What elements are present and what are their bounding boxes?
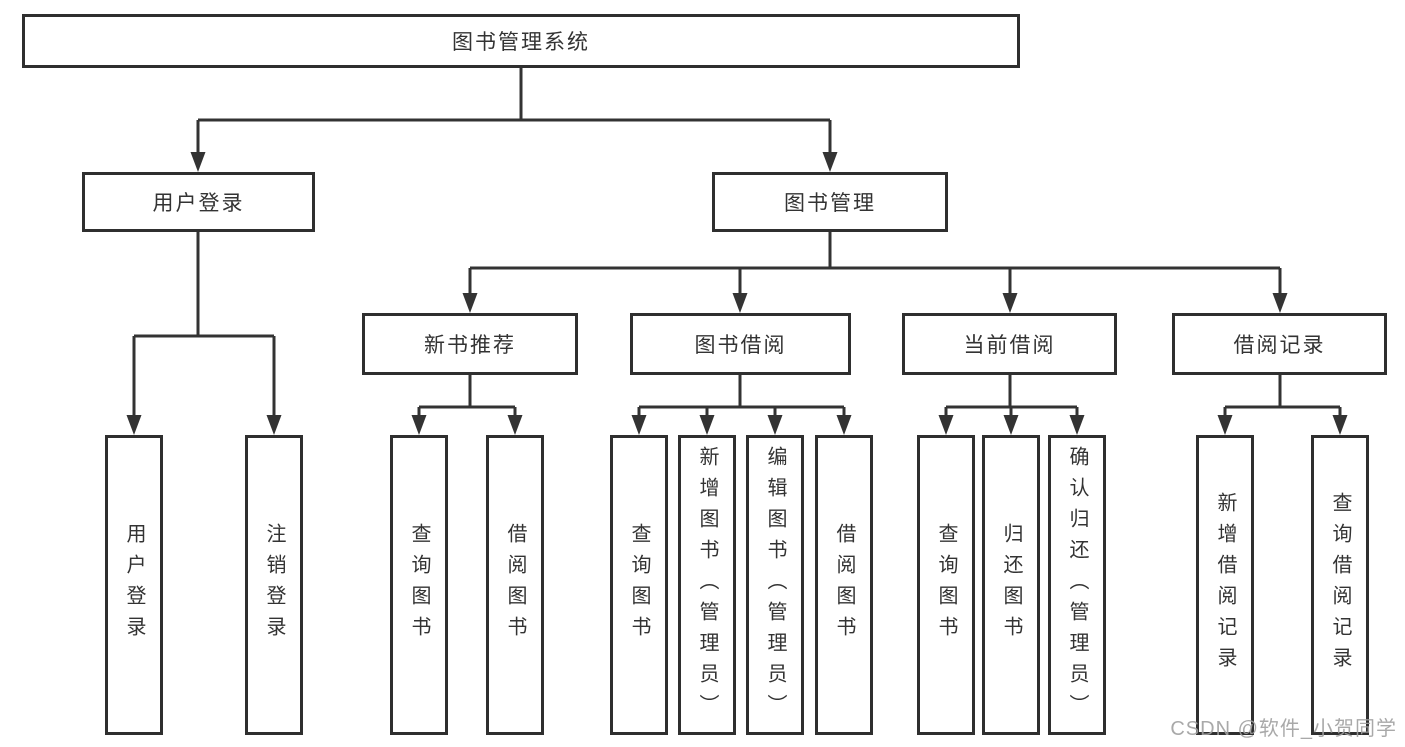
node-borrow-records-label: 借阅记录 xyxy=(1233,334,1326,357)
node-leaf-borrow-borrow-label: 借阅图书 xyxy=(833,523,855,647)
node-leaf-current-query-label: 查询图书 xyxy=(935,523,957,647)
node-leaf-logout-label: 注销登录 xyxy=(263,523,285,647)
csdn-watermark: CSDN @软件_小贺同学 xyxy=(1170,718,1397,740)
node-user-login-group: 用户登录 xyxy=(82,172,315,232)
node-leaf-current-return-label: 归还图书 xyxy=(1000,523,1022,647)
node-leaf-borrow-borrow: 借阅图书 xyxy=(815,435,873,735)
node-leaf-user-login-label: 用户登录 xyxy=(123,523,145,647)
node-leaf-record-add: 新增借阅记录 xyxy=(1196,435,1254,735)
node-leaf-newbook-query-label: 查询图书 xyxy=(408,523,430,647)
node-leaf-borrow-query-label: 查询图书 xyxy=(628,523,650,647)
node-current-borrowing: 当前借阅 xyxy=(902,313,1117,375)
node-root: 图书管理系统 xyxy=(22,14,1020,68)
node-leaf-logout: 注销登录 xyxy=(245,435,303,735)
node-root-label: 图书管理系统 xyxy=(452,31,590,54)
node-leaf-newbook-borrow-label: 借阅图书 xyxy=(504,523,526,647)
node-leaf-borrow-edit-admin: 编辑图书（管理员） xyxy=(746,435,804,735)
node-leaf-current-confirm-admin-label: 确认归还（管理员） xyxy=(1066,445,1088,725)
node-new-book-recommend: 新书推荐 xyxy=(362,313,578,375)
node-leaf-borrow-edit-admin-label: 编辑图书（管理员） xyxy=(764,445,786,725)
node-book-management: 图书管理 xyxy=(712,172,948,232)
node-leaf-borrow-add-admin: 新增图书（管理员） xyxy=(678,435,736,735)
node-leaf-current-query: 查询图书 xyxy=(917,435,975,735)
node-leaf-current-confirm-admin: 确认归还（管理员） xyxy=(1048,435,1106,735)
node-new-book-recommend-label: 新书推荐 xyxy=(424,334,516,357)
node-borrow-records: 借阅记录 xyxy=(1172,313,1387,375)
node-leaf-record-add-label: 新增借阅记录 xyxy=(1214,492,1236,678)
node-book-borrowing: 图书借阅 xyxy=(630,313,851,375)
node-user-login-group-label: 用户登录 xyxy=(152,192,245,215)
node-leaf-borrow-add-admin-label: 新增图书（管理员） xyxy=(696,445,718,725)
node-current-borrowing-label: 当前借阅 xyxy=(963,334,1056,357)
node-leaf-newbook-query: 查询图书 xyxy=(390,435,448,735)
node-leaf-newbook-borrow: 借阅图书 xyxy=(486,435,544,735)
node-leaf-borrow-query: 查询图书 xyxy=(610,435,668,735)
node-leaf-record-query: 查询借阅记录 xyxy=(1311,435,1369,735)
node-leaf-user-login: 用户登录 xyxy=(105,435,163,735)
node-leaf-record-query-label: 查询借阅记录 xyxy=(1329,492,1351,678)
node-leaf-current-return: 归还图书 xyxy=(982,435,1040,735)
node-book-management-label: 图书管理 xyxy=(784,192,876,215)
node-book-borrowing-label: 图书借阅 xyxy=(694,334,787,357)
